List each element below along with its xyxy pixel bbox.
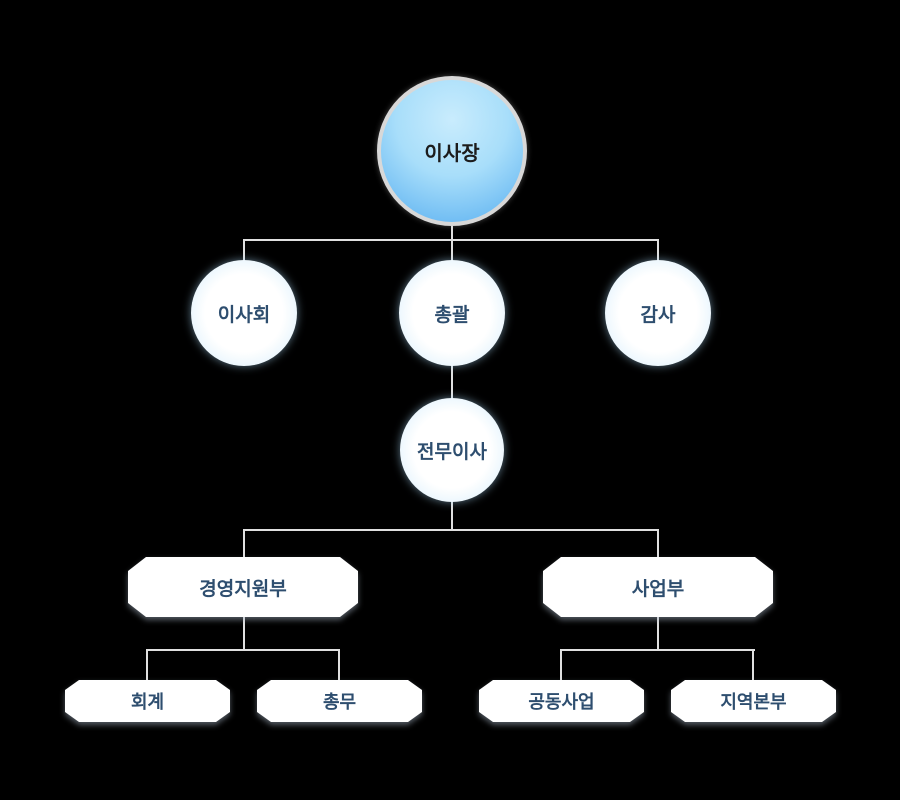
connector-line [560, 650, 562, 681]
node-auditor: 감사 [605, 260, 711, 366]
node-executive-director-label: 전무이사 [417, 441, 487, 463]
connector-line [752, 650, 754, 681]
node-accounting: 회계 [65, 680, 230, 722]
connector-line [451, 365, 453, 400]
node-general-management-label: 총괄 [434, 304, 470, 326]
node-management-support-dept: 경영지원부 [128, 557, 358, 617]
connector-line [146, 650, 148, 681]
node-management-support-dept-label: 경영지원부 [199, 578, 287, 600]
connector-line [560, 649, 755, 651]
connector-line [451, 240, 453, 262]
node-regional-headquarters: 지역본부 [671, 680, 836, 722]
node-business-dept: 사업부 [543, 557, 773, 617]
node-general-management: 총괄 [399, 260, 505, 366]
node-accounting-label: 회계 [130, 692, 165, 712]
node-auditor-label: 감사 [640, 304, 676, 326]
connector-line [451, 500, 453, 531]
node-regional-headquarters-label: 지역본부 [720, 692, 787, 712]
node-board-of-directors-label: 이사회 [217, 304, 271, 326]
connector-line [243, 529, 659, 531]
connector-line [657, 617, 659, 651]
node-business-dept-label: 사업부 [631, 578, 685, 600]
node-general-affairs: 총무 [257, 680, 422, 722]
connector-line [657, 240, 659, 262]
node-executive-director: 전무이사 [400, 398, 504, 502]
node-joint-business-label: 공동사업 [528, 692, 595, 712]
node-joint-business: 공동사업 [479, 680, 644, 722]
connector-line [338, 650, 340, 681]
connector-line [451, 226, 453, 240]
node-chairman-label: 이사장 [424, 142, 480, 165]
node-chairman: 이사장 [377, 76, 527, 226]
node-general-affairs-label: 총무 [322, 692, 357, 712]
connector-line [243, 240, 245, 262]
connector-line [243, 617, 245, 651]
node-board-of-directors: 이사회 [191, 260, 297, 366]
connector-line [146, 649, 340, 651]
connector-line [243, 530, 245, 558]
connector-line [657, 530, 659, 558]
